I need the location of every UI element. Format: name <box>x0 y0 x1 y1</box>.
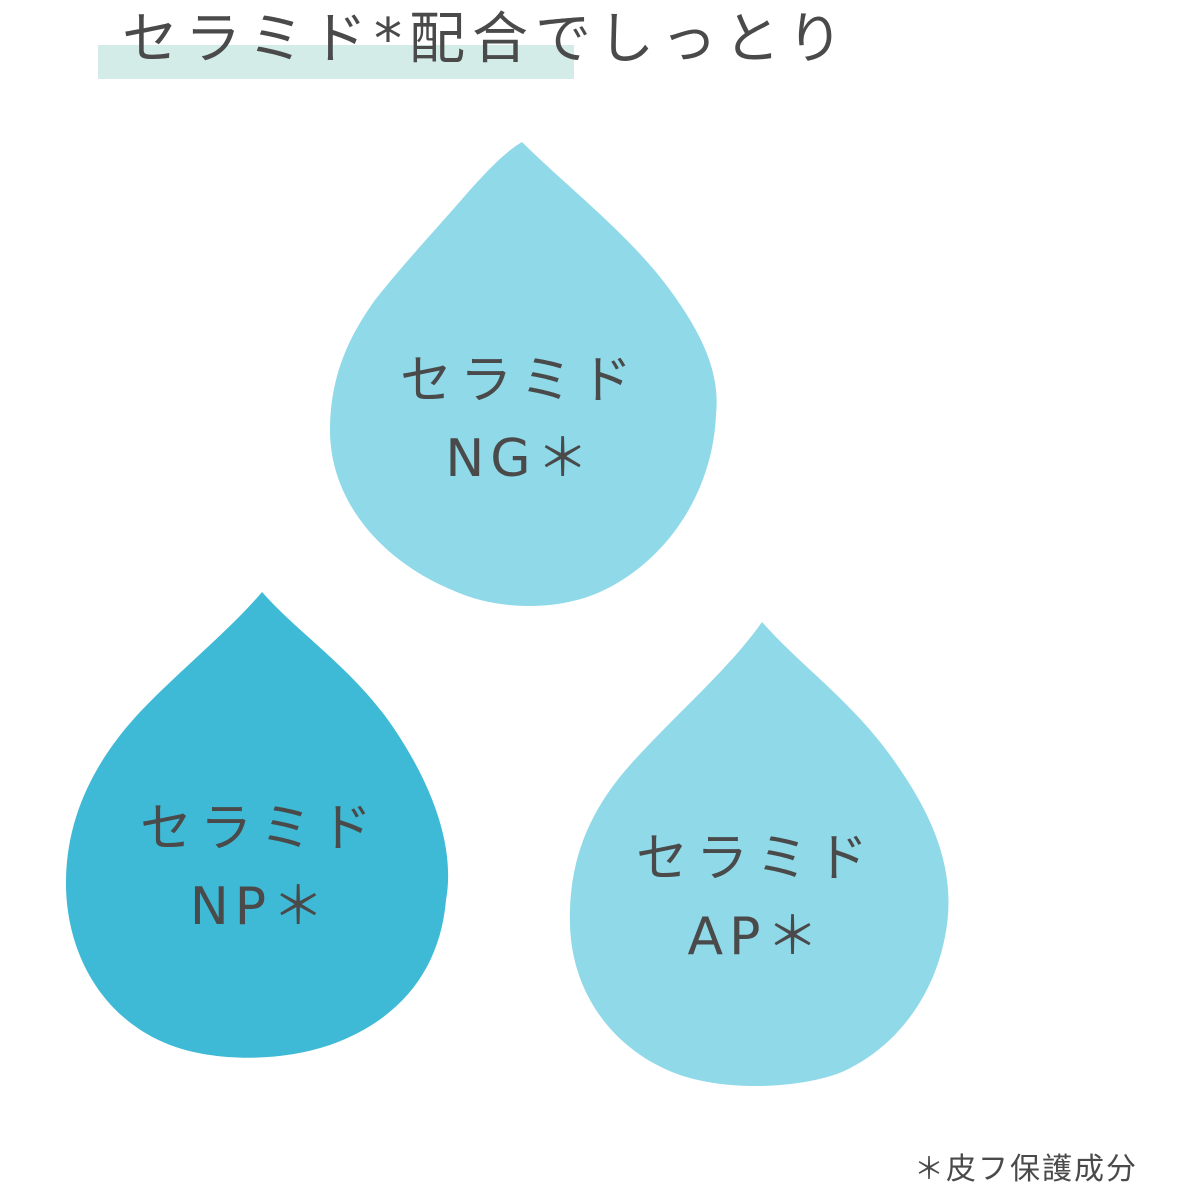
drop-np-line2: NP＊ <box>189 877 331 937</box>
headline-block: セラミド*配合でしっとり <box>98 0 898 90</box>
headline-highlight <box>98 45 574 79</box>
drop-ap-label: セラミド AP＊ <box>636 820 876 976</box>
drop-ng <box>330 142 717 606</box>
drop-np-line1: セラミド <box>140 799 381 859</box>
footnote: ＊皮フ保護成分 <box>914 1152 1138 1187</box>
drop-ap-line1: セラミド <box>636 829 877 889</box>
drop-ng-line1: セラミド <box>400 351 641 411</box>
drop-np-label: セラミド NP＊ <box>140 790 380 946</box>
drop-np <box>65 592 449 1058</box>
headline: セラミド*配合でしっとり <box>122 7 850 72</box>
drop-ap <box>569 622 949 1087</box>
drop-ap-line2: AP＊ <box>687 907 825 967</box>
drop-ng-label: セラミド NG＊ <box>400 342 640 498</box>
drop-ng-line2: NG＊ <box>445 429 595 489</box>
